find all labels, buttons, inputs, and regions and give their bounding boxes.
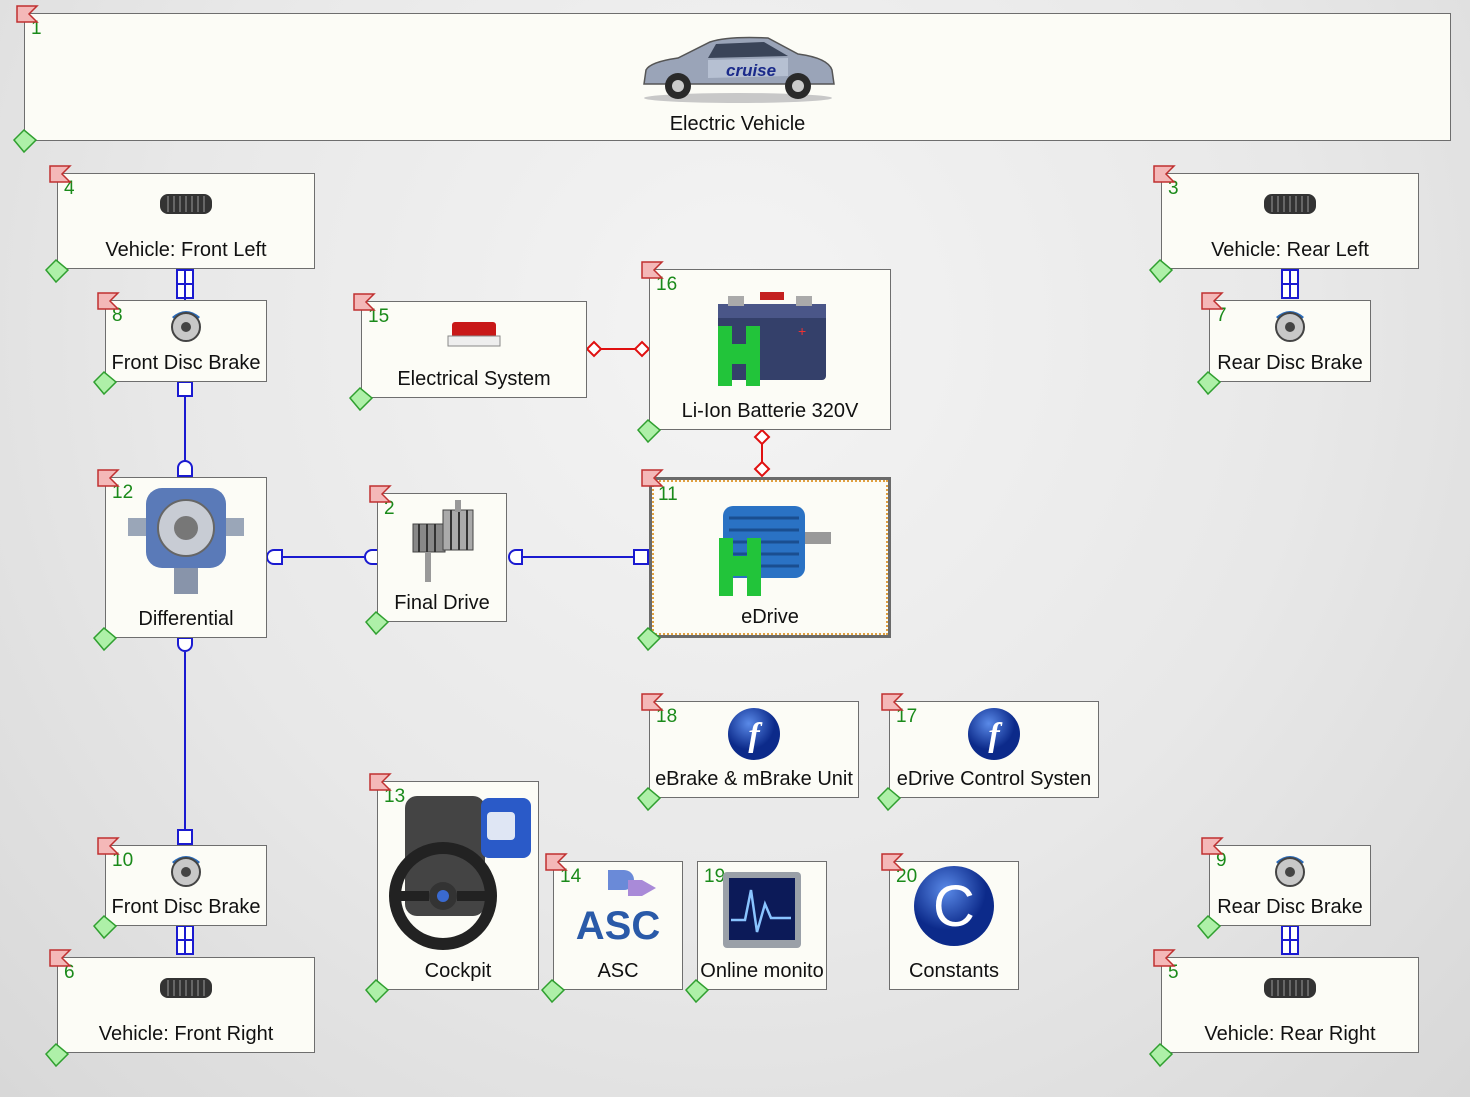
- block-number: 18: [656, 706, 678, 727]
- disc-brake-icon: [171, 311, 201, 342]
- block-label: Rear Disc Brake: [1217, 896, 1363, 918]
- block-constants[interactable]: 20 C Constants: [889, 861, 1019, 990]
- svg-text:+: +: [798, 323, 806, 339]
- gear-icon: [412, 500, 474, 582]
- block-number: 13: [384, 786, 406, 807]
- block-label: Front Disc Brake: [111, 896, 261, 918]
- monitor-icon: [723, 872, 801, 948]
- block-number: 9: [1216, 850, 1227, 871]
- block-label: Vehicle: Rear Right: [1204, 1023, 1376, 1045]
- block-cockpit[interactable]: 13 Cockpit: [377, 781, 539, 990]
- block-rear-disc-brake-9[interactable]: 9 Rear Disc Brake: [1209, 845, 1371, 926]
- block-electrical-system[interactable]: 15 Electrical System: [361, 301, 587, 398]
- disc-brake-icon: [1275, 856, 1305, 887]
- block-edrive-control-system[interactable]: 17 f eDrive Control Systen: [889, 701, 1099, 798]
- block-number: 16: [656, 274, 678, 295]
- tire-icon: [160, 978, 212, 998]
- block-number: 11: [658, 484, 678, 505]
- cockpit-steering-wheel-icon: [389, 796, 531, 950]
- electrical-system-icon: [447, 322, 501, 347]
- block-label: Rear Disc Brake: [1217, 352, 1363, 374]
- block-number: 3: [1168, 178, 1179, 199]
- block-label: ASC: [597, 960, 639, 982]
- block-vehicle-rear-right[interactable]: 5 Vehicle: Rear Right: [1161, 957, 1419, 1053]
- disc-brake-icon: [1275, 311, 1305, 342]
- block-label: Vehicle: Rear Left: [1211, 239, 1369, 261]
- block-number: 10: [112, 850, 134, 871]
- tire-icon: [1264, 194, 1316, 214]
- block-number: 8: [112, 305, 123, 326]
- block-label: Constants: [908, 960, 1000, 982]
- block-label: eBrake & mBrake Unit: [655, 768, 853, 790]
- block-number: 5: [1168, 962, 1179, 983]
- block-differential[interactable]: 12 Differential: [105, 477, 267, 638]
- function-icon: f: [728, 708, 780, 760]
- block-number: 14: [560, 866, 582, 887]
- block-label: Electric Vehicle: [669, 113, 806, 135]
- tire-icon: [1264, 978, 1316, 998]
- block-number: 4: [64, 178, 75, 199]
- block-number: 15: [368, 306, 390, 327]
- block-final-drive[interactable]: 2 Final Drive: [377, 493, 507, 622]
- block-number: 1: [31, 18, 42, 39]
- block-label: Electrical System: [397, 368, 551, 390]
- block-number: 2: [384, 498, 395, 519]
- block-vehicle-front-right[interactable]: 6 Vehicle: Front Right: [57, 957, 315, 1053]
- electric-motor-icon: [719, 506, 831, 596]
- block-number: 20: [896, 866, 918, 887]
- svg-text:f: f: [748, 717, 763, 754]
- block-label: Online monito: [700, 960, 824, 982]
- block-vehicle-front-left[interactable]: 4 Vehicle: Front Left: [57, 173, 315, 269]
- function-icon: f: [968, 708, 1020, 760]
- block-label: Cockpit: [424, 960, 492, 982]
- battery-icon: +: [718, 292, 826, 386]
- block-vehicle-rear-left[interactable]: 3 Vehicle: Rear Left: [1161, 173, 1419, 269]
- differential-icon: [128, 488, 244, 594]
- block-number: 6: [64, 962, 75, 983]
- svg-text:C: C: [933, 874, 975, 939]
- block-online-monitor[interactable]: 19 Online monito: [697, 861, 827, 990]
- constants-icon: C: [914, 866, 994, 946]
- block-li-ion-battery[interactable]: 16 + Li-Ion Batterie 320V: [649, 269, 891, 430]
- block-number: 12: [112, 482, 134, 503]
- disc-brake-icon: [171, 856, 201, 887]
- block-number: 19: [704, 866, 726, 887]
- tire-icon: [160, 194, 212, 214]
- block-number: 17: [896, 706, 918, 727]
- block-edrive[interactable]: 11 eDrive: [649, 477, 891, 638]
- block-ebrake-mbrake-unit[interactable]: 18 f eBrake & mBrake Unit: [649, 701, 859, 798]
- block-label: eDrive Control Systen: [896, 768, 1092, 790]
- svg-text:f: f: [988, 717, 1003, 754]
- logic-gate-icon: [608, 870, 656, 896]
- car-icon: cruise: [642, 36, 835, 103]
- block-label: eDrive: [741, 606, 799, 628]
- block-label: Vehicle: Front Left: [105, 239, 267, 261]
- block-label: Final Drive: [394, 592, 490, 614]
- asc-logo-text: ASC: [575, 904, 661, 948]
- block-label: Front Disc Brake: [111, 352, 261, 374]
- block-front-disc-brake-8[interactable]: 8 Front Disc Brake: [105, 300, 267, 382]
- block-rear-disc-brake-7[interactable]: 7 Rear Disc Brake: [1209, 300, 1371, 382]
- block-front-disc-brake-10[interactable]: 10 Front Disc Brake: [105, 845, 267, 926]
- car-logo-text: cruise: [726, 61, 776, 80]
- block-asc[interactable]: 14 ASC ASC: [553, 861, 683, 990]
- block-number: 7: [1216, 305, 1227, 326]
- block-electric-vehicle[interactable]: 1 cruise Electric Vehicle: [24, 13, 1451, 141]
- block-label: Vehicle: Front Right: [98, 1023, 274, 1045]
- block-label: Differential: [138, 608, 234, 630]
- block-label: Li-Ion Batterie 320V: [681, 400, 859, 422]
